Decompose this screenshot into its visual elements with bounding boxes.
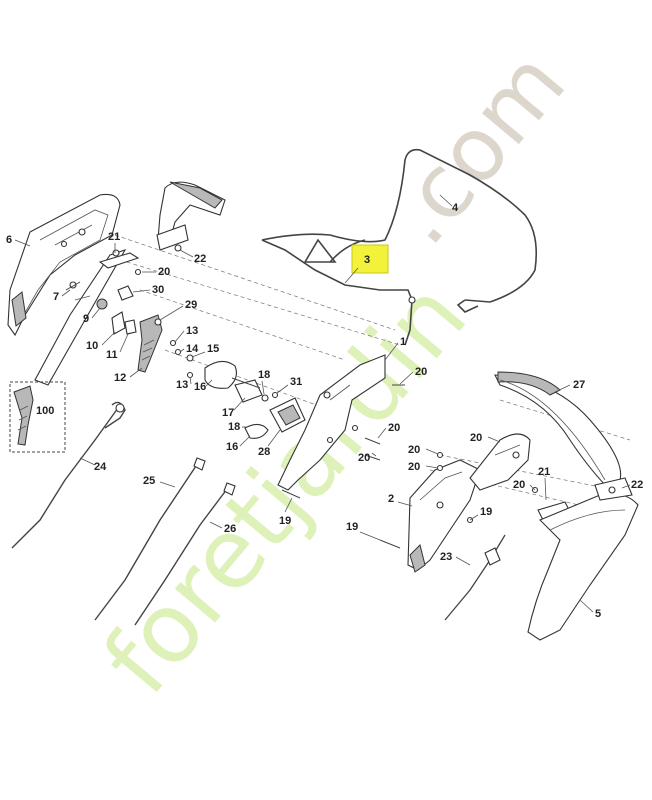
callout-16-a: 16 [194,381,206,393]
callout-18-a: 18 [258,369,270,381]
callout-27: 27 [573,379,585,391]
callout-28: 28 [258,446,270,458]
part-22-top-mount [156,181,226,252]
callout-labels: 6 21 22 20 7 30 9 29 10 11 13 14 12 15 1… [6,194,643,620]
callout-20-b: 20 [415,366,427,378]
callout-20-g: 20 [408,461,420,473]
callout-100: 100 [36,405,54,417]
callout-29: 29 [185,299,197,311]
callout-5: 5 [595,608,601,620]
left-handle-tube [34,249,127,386]
callout-20-d: 20 [358,452,370,464]
callout-21: 21 [108,231,120,243]
highlight-part-3: 3 [344,244,389,284]
small-pieces-cluster [96,285,137,335]
part-6-left-housing [7,193,121,337]
callout-13-b: 13 [176,379,188,391]
part-1-main-plate [277,354,386,491]
callout-31: 31 [290,376,302,388]
part-27-right-handle [494,371,622,491]
callout-20-a: 20 [158,266,170,278]
callout-3-highlight: 3 [364,254,370,266]
right-upper-bracket [436,433,571,521]
callout-15: 15 [207,343,219,355]
callout-17: 17 [222,407,234,419]
callout-4: 4 [452,202,459,214]
callout-30: 30 [152,284,164,296]
callout-20-e: 20 [470,432,482,444]
callout-19-c: 19 [346,521,358,533]
callout-12: 12 [114,372,126,384]
callout-19-a: 19 [279,515,291,527]
callout-6: 6 [6,234,12,246]
callout-22-b: 22 [631,479,643,491]
callout-2: 2 [388,493,394,505]
callout-19-b: 19 [480,506,492,518]
callout-20-h: 20 [513,479,525,491]
part-23-cable [444,516,506,621]
screws [281,384,405,549]
callout-11: 11 [106,349,118,361]
callout-24: 24 [94,461,107,473]
part-4-bail-wire [261,148,538,346]
callout-25: 25 [143,475,155,487]
callout-18-b: 18 [228,421,240,433]
callout-20-c: 20 [388,422,400,434]
part-21-clamp [98,249,142,276]
part-5-right-tube [527,477,639,641]
callout-1: 1 [400,336,406,348]
part-12-trigger-lever [137,314,163,373]
callout-22: 22 [194,253,206,265]
cables [11,401,236,626]
callout-16-b: 16 [226,441,238,453]
callout-26: 26 [224,523,236,535]
callout-10: 10 [86,340,98,352]
callout-23: 23 [440,551,452,563]
callout-7: 7 [53,291,59,303]
callout-20-f: 20 [408,444,420,456]
callout-13-a: 13 [186,325,198,337]
callout-9: 9 [83,313,89,325]
part-28-mechanism [231,377,306,439]
watermark-text-gray: .com [367,32,585,264]
callout-21-b: 21 [538,466,550,478]
callout-14: 14 [186,343,199,355]
part-100-box [9,381,66,453]
small-fasteners [169,339,237,389]
part-2-right-housing [407,459,481,573]
